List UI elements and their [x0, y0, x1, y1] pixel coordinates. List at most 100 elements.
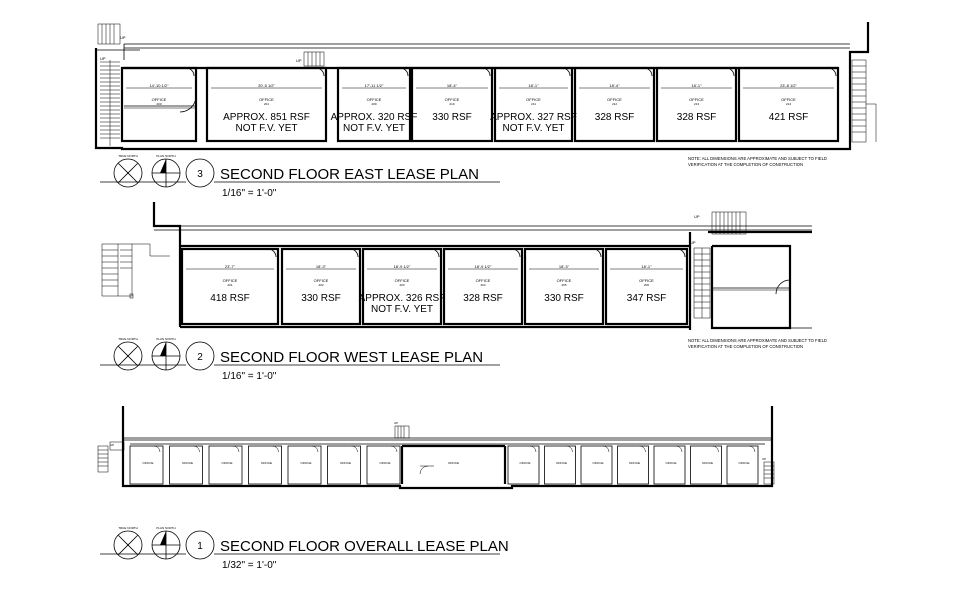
plan-north-label: PLAN NORTH [156, 154, 175, 158]
plan-number-bubble [185, 341, 215, 371]
overall-room-wall [129, 445, 164, 485]
suite-area: NOT F.V. YET [371, 304, 433, 315]
overall-room-wall [507, 445, 540, 485]
door-swing [827, 67, 837, 77]
true-north-label: TRUE NORTH [118, 526, 138, 530]
true-north-symbol [113, 341, 143, 371]
suite-dimension: 18'-4" [609, 83, 620, 88]
suite-number: 211 [531, 102, 536, 106]
overall-room-wall [544, 445, 576, 485]
door-swing [643, 67, 653, 77]
overall-room-label: OFFICE [448, 461, 459, 465]
suite-wall [336, 66, 412, 143]
overall-room: OFFICE [726, 445, 759, 485]
door-swing [481, 67, 491, 77]
suite-dimension: 23'-7" [225, 264, 236, 269]
suite-dimension: 18'-9 1/2" [475, 264, 492, 269]
suite-office-label: OFFICE [395, 278, 410, 283]
suite-number: 203 [399, 283, 404, 287]
suite-area: APPROX. 851 RSF [223, 112, 310, 123]
overall-room-wall [690, 445, 722, 485]
suite-office-label: OFFICE [314, 278, 329, 283]
suite-office-label: OFFICE [557, 278, 572, 283]
suite-dimension: 18'-9 1/2" [394, 264, 411, 269]
true-north-label: TRUE NORTH [118, 154, 138, 158]
suite-office-label: OFFICE [152, 97, 167, 102]
door-swing [602, 445, 610, 453]
suite-dimension: 14'-10 1/2" [149, 83, 169, 88]
overall-room-label: OFFICE [340, 461, 351, 465]
suite-number: 205 [561, 283, 566, 287]
overall-room-label: OFFICE [261, 461, 272, 465]
true-north-symbol [113, 530, 143, 560]
door-swing [267, 248, 277, 258]
suite-number: 201 [264, 102, 269, 106]
plan-north-symbol [151, 158, 181, 188]
overall-room-wall [208, 445, 243, 485]
overall-room-label: OFFICE [182, 461, 193, 465]
suite-office-label: OFFICE [445, 97, 460, 102]
door-swing [349, 248, 359, 258]
door-swing [748, 445, 756, 453]
suite-dimension: 18'-1" [691, 83, 702, 88]
overall-room: OFFICE [544, 445, 576, 485]
plan-north-symbol [151, 530, 181, 560]
door-swing [232, 445, 240, 453]
overall-room: OFFICE [690, 445, 722, 485]
door-swing [561, 67, 571, 77]
suite-dimension: 18'-1" [528, 83, 539, 88]
overall-room-label: OFFICE [702, 461, 713, 465]
west-up-label: UP [694, 214, 700, 219]
overall-room-label: OFFICE [520, 461, 531, 465]
suite-dimension: 17'-11 1/2" [365, 83, 384, 88]
suite-office-label: OFFICE [781, 97, 796, 102]
plan-number: 1 [197, 541, 203, 552]
suite-dimension: 23'-8 1/2" [780, 83, 797, 88]
suite-number: 206 [644, 283, 649, 287]
overall-room-wall [617, 445, 649, 485]
overall-room: OFFICE [507, 445, 540, 485]
suite-area: NOT F.V. YET [235, 123, 297, 134]
overall-room: OFFICE [617, 445, 649, 485]
door-swing [153, 445, 161, 453]
door-swing [592, 248, 602, 258]
door-swing [511, 248, 521, 258]
overall-room-wall [248, 445, 282, 485]
plan-number-bubble [185, 530, 215, 560]
door-swing [675, 445, 683, 453]
door-swing [430, 248, 440, 258]
overall-room-layer: OFFICE OFFICE OFFICE OFFICE OFFICE OFFICE OFFI… [129, 445, 759, 485]
door-swing [185, 67, 195, 77]
overall-room-wall [327, 445, 361, 485]
suite-dimension: 18'-3" [316, 264, 327, 269]
suite-number: 212 [612, 102, 617, 106]
suite-area: 330 RSF [544, 293, 583, 304]
suite-office-label: OFFICE [526, 97, 541, 102]
suite-area: NOT F.V. YET [343, 123, 405, 134]
overall-room-label: OFFICE [666, 461, 677, 465]
plan-number-bubble [185, 158, 215, 188]
door-swing [315, 67, 325, 77]
overall-room-label: OFFICE [222, 461, 233, 465]
suite-number: 210 [449, 102, 454, 106]
overall-room-wall [366, 445, 401, 485]
plan-title: SECOND FLOOR OVERALL LEASE PLAN [220, 538, 509, 555]
suite-number: 202 [318, 283, 323, 287]
overall-room: OFFICE [169, 445, 203, 485]
overall-room: OFFICE [327, 445, 361, 485]
suite-wall [120, 66, 198, 143]
suite-area: 347 RSF [627, 293, 666, 304]
